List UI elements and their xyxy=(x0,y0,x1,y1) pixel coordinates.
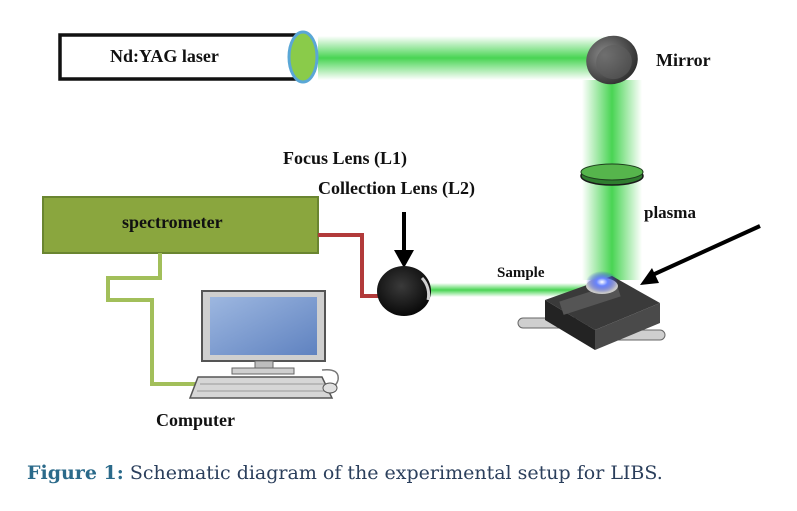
sample-label: Sample xyxy=(497,265,545,281)
plasma-spark xyxy=(586,271,618,293)
collection-lens xyxy=(377,266,431,316)
caption-text: Schematic diagram of the experimental se… xyxy=(129,462,663,484)
computer xyxy=(188,290,339,399)
collection-beam xyxy=(430,283,605,297)
computer-screen xyxy=(210,297,317,355)
spectrometer-box xyxy=(42,196,319,254)
computer-keyboard xyxy=(188,376,334,399)
mirror xyxy=(586,35,638,85)
mirror-label: Mirror xyxy=(656,50,711,70)
focus-lens xyxy=(580,163,644,186)
data-cable xyxy=(106,253,198,386)
laser-beam-horizontal xyxy=(318,36,623,80)
collection-lens-arrow xyxy=(394,212,414,268)
figure-caption: Figure 1: Schematic diagram of the exper… xyxy=(27,462,787,484)
caption-label: Figure 1: xyxy=(27,462,124,484)
computer-label: Computer xyxy=(156,410,235,430)
plasma-label: plasma xyxy=(644,203,696,222)
laser-label: Nd:YAG laser xyxy=(110,46,219,66)
optical-fiber-cable xyxy=(318,233,380,298)
collection-lens-label: Collection Lens (L2) xyxy=(318,178,475,199)
laser-box xyxy=(58,33,304,81)
laser-aperture xyxy=(287,30,319,84)
plasma-arrow xyxy=(640,224,761,285)
spectrometer-label: spectrometer xyxy=(122,212,223,232)
focus-lens-label: Focus Lens (L1) xyxy=(283,148,407,169)
